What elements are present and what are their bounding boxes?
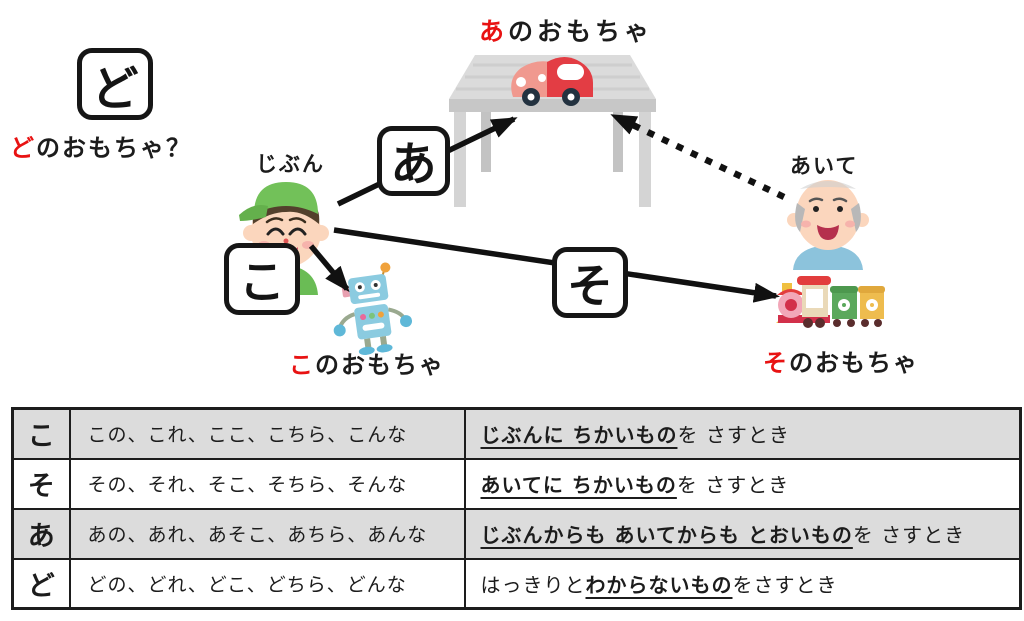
do-kana: ど: [91, 61, 139, 117]
row-so-usage-underlined: あいてに ちかいもの: [480, 473, 677, 497]
kono-omocha-label-rest: のおもちゃ: [315, 351, 445, 379]
row-do-words: どの、どれ、どこ、どちら、どんな: [68, 557, 466, 610]
table-row-do: ど どの、どれ、どこ、どちら、どんな はっきりとわからないものをさすとき: [11, 557, 1022, 610]
row-a-kana: あ: [11, 507, 71, 560]
kono-omocha-label: このおもちゃ: [289, 345, 445, 380]
row-ko-kana: こ: [11, 407, 71, 460]
row-so-usage-rest: を さすとき: [676, 473, 790, 497]
dono-omocha-question-red: ど: [10, 134, 36, 162]
robot-toy-illustration: [333, 262, 413, 355]
row-do-usage-underlined: わからないもの: [585, 572, 733, 597]
a-kana: あ: [390, 137, 437, 191]
table-row-a: あ あの、あれ、あそこ、あちら、あんな じぶんからも あいてからも とおいものを…: [11, 507, 1022, 560]
row-a-usage-rest: を さすとき: [852, 523, 966, 547]
ko-kana-box: こ: [224, 243, 300, 315]
sono-omocha-label-red: そ: [763, 349, 789, 377]
do-kana-box: ど: [77, 48, 153, 120]
row-ko-usage-rest: を さすとき: [677, 423, 790, 448]
row-do-usage-prefix: はっきりと: [480, 572, 586, 597]
ano-omocha-heading-red: あ: [479, 17, 509, 46]
aite-label: あいて: [790, 154, 859, 178]
kosoado-reference-table: こ この、これ、ここ、こちら、こんな じぶんに ちかいものを さすとき そ その…: [11, 407, 1022, 610]
arrows-layer: [308, 113, 786, 303]
ano-omocha-heading: あのおもちゃ: [479, 12, 653, 48]
sono-omocha-label: そのおもちゃ: [763, 343, 919, 378]
man-illustration: [787, 180, 869, 270]
row-a-usage-underlined: じぶんからも あいてからも とおいもの: [480, 523, 853, 547]
a-kana-box: あ: [377, 126, 450, 196]
table-row-ko: こ この、これ、ここ、こちら、こんな じぶんに ちかいものを さすとき: [11, 407, 1022, 460]
table-row-so: そ その、それ、そこ、そちら、そんな あいてに ちかいものを さすとき: [11, 457, 1022, 510]
row-ko-words: この、これ、ここ、こちら、こんな: [68, 407, 466, 460]
so-kana-box: そ: [552, 247, 628, 318]
row-a-usage: じぶんからも あいてからも とおいものを さすとき: [463, 507, 1022, 560]
row-do-usage: はっきりとわからないものをさすとき: [463, 557, 1022, 610]
row-so-words: その、それ、そこ、そちら、そんな: [68, 457, 466, 510]
row-do-kana: ど: [11, 557, 71, 610]
row-ko-usage: じぶんに ちかいものを さすとき: [463, 407, 1022, 460]
arrow-aite-to-table-dashed: [610, 113, 786, 200]
so-kana: そ: [567, 258, 613, 313]
sono-omocha-label-rest: のおもちゃ: [789, 349, 919, 377]
row-ko-usage-underlined: じぶんに ちかいもの: [480, 423, 678, 448]
car-toy-illustration: [511, 56, 593, 106]
jibun-label: じぶん: [256, 152, 325, 176]
dono-omocha-question: どのおもちゃ？: [10, 128, 192, 163]
kono-omocha-label-red: こ: [289, 351, 315, 379]
dono-omocha-question-rest: のおもちゃ？: [36, 134, 192, 162]
row-so-kana: そ: [11, 457, 71, 510]
ano-omocha-heading-rest: のおもちゃ: [508, 17, 654, 46]
ko-kana: こ: [239, 255, 285, 309]
row-so-usage: あいてに ちかいものを さすとき: [463, 457, 1022, 510]
row-a-words: あの、あれ、あそこ、あちら、あんな: [68, 507, 466, 560]
train-toy-illustration: [776, 276, 885, 328]
row-do-usage-rest: をさすとき: [732, 572, 838, 597]
arrow-jibun-to-robot: [308, 244, 350, 293]
